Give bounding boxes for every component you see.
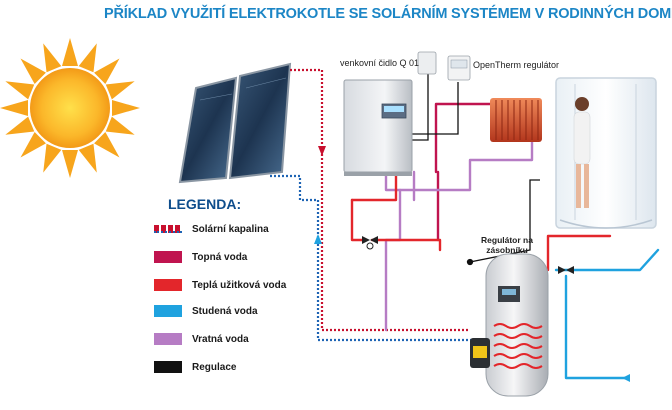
legend-item-control: Regulace bbox=[154, 360, 236, 374]
legend-label: Regulace bbox=[192, 361, 237, 373]
inlet-arrow-icon bbox=[622, 374, 630, 382]
flow-arrow-icon bbox=[318, 146, 326, 156]
shower-cabin bbox=[555, 77, 657, 229]
legend-item-hot-water: Teplá užitková voda bbox=[154, 278, 286, 292]
pipework bbox=[350, 102, 660, 380]
radiator-icon bbox=[490, 98, 542, 142]
opentherm-thermostat-icon bbox=[447, 55, 471, 81]
person-figure-icon bbox=[573, 97, 591, 208]
page-title: PŘÍKLAD VYUŽITÍ ELEKTROKOTLE SE SOLÁRNÍM… bbox=[104, 6, 672, 22]
opentherm-regulator-label: OpenTherm regulátor bbox=[473, 60, 560, 70]
mixing-valve-icon bbox=[362, 236, 378, 250]
legend-title: LEGENDA: bbox=[168, 196, 242, 212]
legend-item-return-water: Vratná voda bbox=[154, 332, 249, 346]
solar-pump-station-icon bbox=[470, 338, 490, 368]
flow-arrow-icon bbox=[314, 234, 322, 244]
water-tank bbox=[485, 253, 549, 397]
legend-swatch-cold-water bbox=[154, 305, 182, 317]
legend-swatch-hot-water bbox=[154, 279, 182, 291]
solar-collectors bbox=[178, 62, 292, 184]
legend-label: Topná voda bbox=[192, 251, 248, 263]
legend-label: Teplá užitková voda bbox=[192, 279, 287, 291]
outdoor-sensor-icon bbox=[417, 51, 437, 75]
legend-item-heating: Topná voda bbox=[154, 250, 247, 264]
legend-label: Vratná voda bbox=[192, 333, 249, 345]
electric-boiler bbox=[343, 79, 413, 176]
legend-label: Solární kapalina bbox=[192, 223, 269, 235]
legend-item-solar: Solární kapalina bbox=[154, 222, 269, 236]
solar-loop bbox=[270, 68, 472, 342]
legend-swatch-control bbox=[154, 361, 182, 373]
legend-swatch-solar bbox=[154, 225, 182, 233]
legend-swatch-heating bbox=[154, 251, 182, 263]
legend-item-cold-water: Studená voda bbox=[154, 304, 258, 318]
legend-swatch-return-water bbox=[154, 333, 182, 345]
legend-label: Studená voda bbox=[192, 305, 258, 317]
dhw-valve-icon bbox=[558, 266, 574, 274]
outdoor-sensor-label: venkovní čidlo Q 01 bbox=[340, 58, 420, 68]
sun-icon bbox=[0, 38, 140, 178]
tank-regulator-label: Regulátor na zásobníku bbox=[481, 235, 533, 255]
